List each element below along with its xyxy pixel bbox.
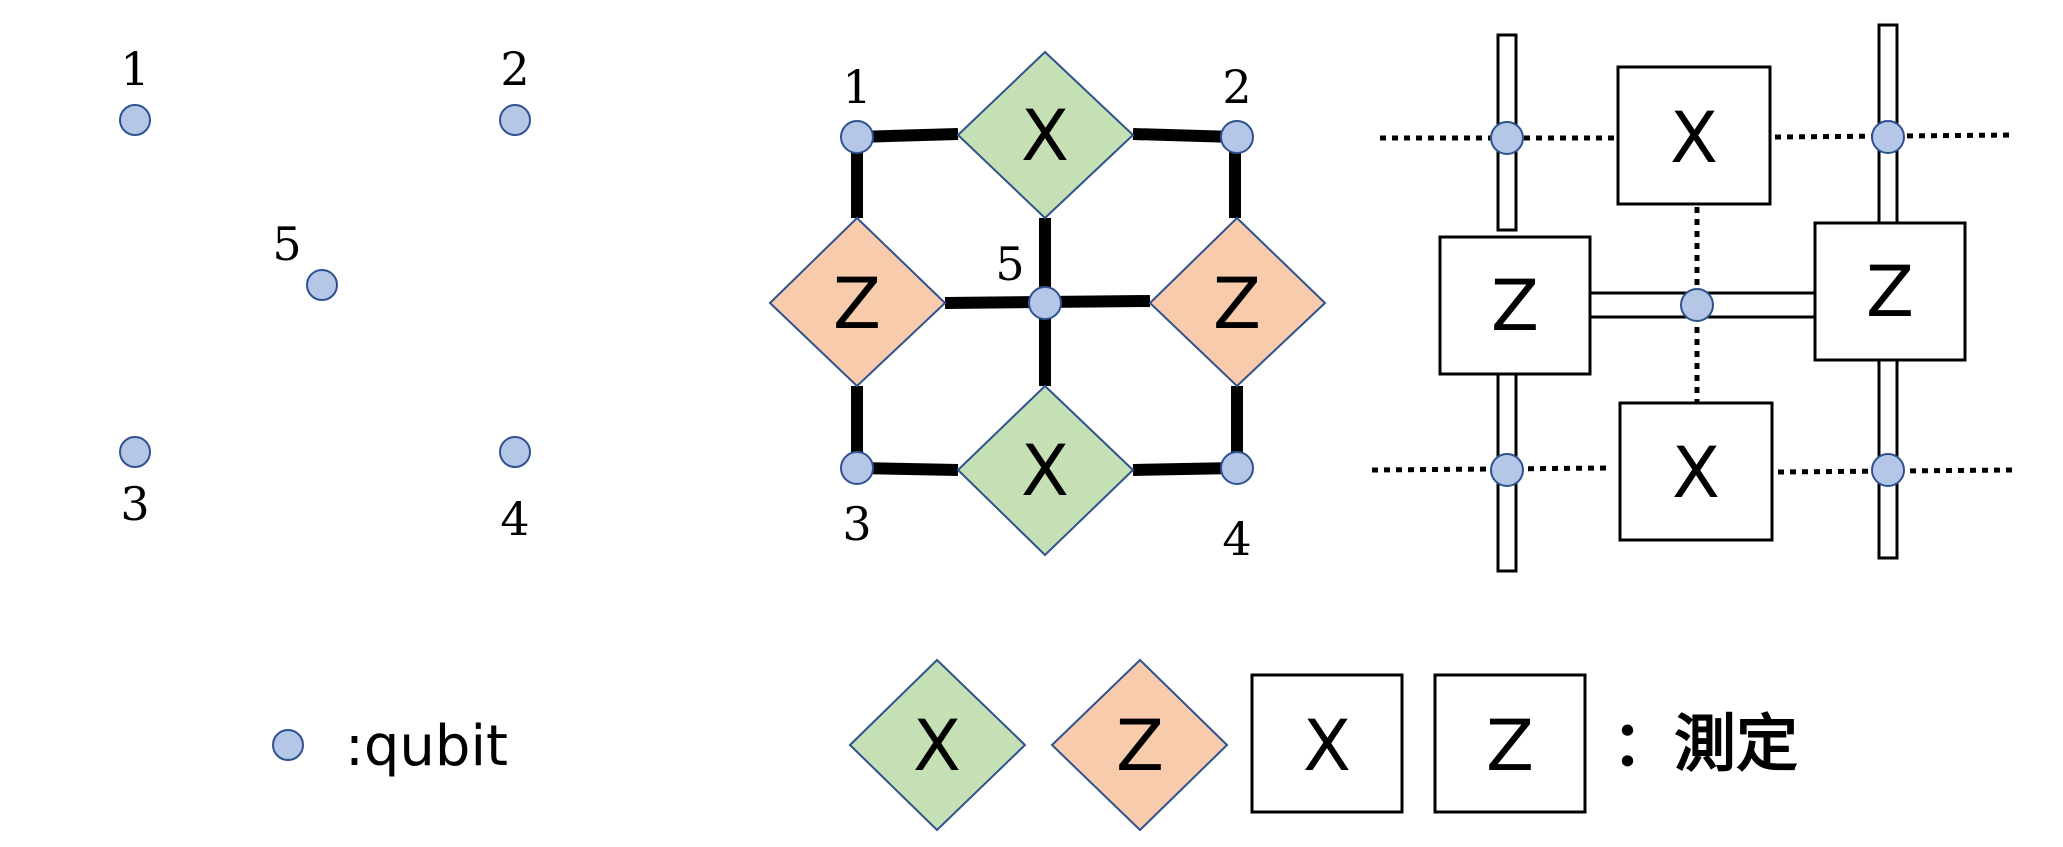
x-stabilizer-bottom bbox=[956, 384, 1135, 557]
graph-label-3: 3 bbox=[842, 497, 871, 551]
lattice-qubit-2 bbox=[1871, 120, 1905, 154]
legend-qubit: :qubit bbox=[272, 714, 508, 779]
graph-qubit-5 bbox=[1028, 286, 1062, 320]
qubit-label-1: 1 bbox=[120, 42, 149, 96]
edge-x-2 bbox=[1132, 128, 1236, 143]
graph-label-5: 5 bbox=[995, 237, 1024, 291]
qubit-label-3: 3 bbox=[120, 477, 149, 531]
graph-qubit-1 bbox=[840, 120, 874, 154]
qubit-4 bbox=[499, 436, 531, 468]
z-measure-box-right bbox=[1813, 221, 1967, 362]
op-label-top: X bbox=[1021, 95, 1069, 177]
lattice-qubit-4 bbox=[1871, 453, 1905, 487]
legend-qubit-icon bbox=[272, 729, 304, 761]
legend-z-diamond bbox=[1050, 658, 1229, 832]
qubit-label-4: 4 bbox=[500, 492, 529, 546]
graph-qubit-2 bbox=[1220, 120, 1254, 154]
lattice-qubit-1 bbox=[1490, 121, 1524, 155]
legend-measure-text: ：測定 bbox=[1612, 707, 1798, 780]
graph-qubit-3 bbox=[840, 451, 874, 485]
op-label-left: Z bbox=[833, 263, 881, 345]
legend-z-box bbox=[1433, 673, 1587, 814]
x-measure-box-top bbox=[1616, 65, 1772, 206]
qubit-label-5: 5 bbox=[272, 217, 301, 271]
lattice-qubit-5 bbox=[1680, 288, 1714, 322]
op-label-bottom: X bbox=[1021, 430, 1069, 512]
z-stabilizer-left bbox=[768, 216, 947, 388]
qubit-2 bbox=[499, 104, 531, 136]
legend-item-4: Z bbox=[1486, 705, 1534, 787]
panel-measurement-lattice: X Z Z X bbox=[1371, 23, 2016, 573]
x-stabilizer-top bbox=[956, 50, 1135, 220]
dotted-bottom-right bbox=[1777, 467, 2013, 475]
edge-x-4 bbox=[1132, 462, 1238, 476]
legend-item-3: X bbox=[1303, 705, 1351, 787]
qubit-5 bbox=[306, 269, 338, 301]
qubit-label-2: 2 bbox=[500, 42, 529, 96]
lattice-op-bottom: X bbox=[1672, 432, 1720, 514]
legend-measurement: X Z X Z ：測定 bbox=[848, 658, 1798, 832]
graph-label-1: 1 bbox=[842, 60, 871, 114]
qubit-1 bbox=[119, 104, 151, 136]
z-measure-box-left bbox=[1438, 235, 1592, 376]
op-label-right: Z bbox=[1213, 263, 1261, 345]
lattice-op-left: Z bbox=[1491, 265, 1539, 347]
lattice-qubit-3 bbox=[1490, 453, 1524, 487]
x-measure-box-bottom bbox=[1618, 401, 1774, 542]
graph-label-4: 4 bbox=[1222, 512, 1251, 566]
panel-qubit-layout: 1 2 5 3 4 bbox=[119, 42, 531, 546]
lattice-op-top: X bbox=[1670, 97, 1718, 179]
dotted-bottom-left bbox=[1371, 465, 1611, 473]
lattice-op-right: Z bbox=[1866, 251, 1914, 333]
panel-stabilizer-graph: X Z Z X 1 2 5 3 4 bbox=[768, 50, 1327, 566]
legend-x-diamond bbox=[848, 658, 1027, 832]
z-stabilizer-right bbox=[1148, 216, 1327, 388]
qubit-3 bbox=[119, 436, 151, 468]
legend-item-2: Z bbox=[1116, 705, 1164, 787]
graph-label-2: 2 bbox=[1222, 60, 1251, 114]
legend-qubit-text: :qubit bbox=[345, 714, 508, 779]
legend-x-box bbox=[1250, 673, 1404, 814]
legend-item-1: X bbox=[913, 705, 961, 787]
graph-qubit-4 bbox=[1220, 451, 1254, 485]
